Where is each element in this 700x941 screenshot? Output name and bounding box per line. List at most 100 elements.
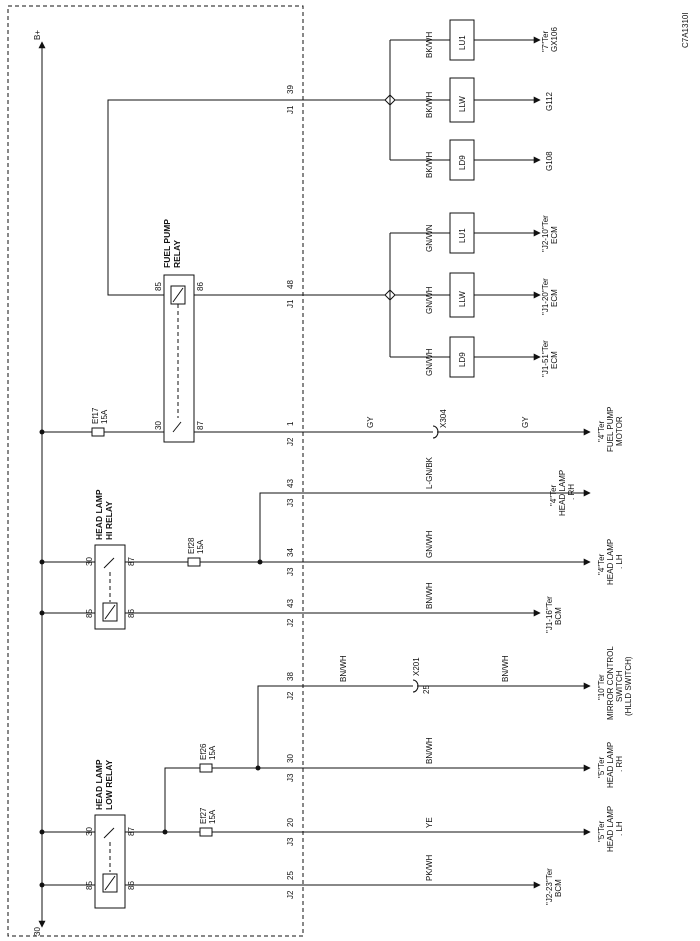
wire-label-ye: YE (425, 817, 434, 828)
dest-mirror-control-switch-line-4: (HLLD SWITCH) (624, 656, 633, 716)
fuse-ef28 (187, 557, 201, 567)
wire-label-gnwn: GN/WN (425, 224, 434, 252)
dest-ecm-j2-10-line-1: "J2-10"Ter (541, 215, 550, 252)
variant-ld9-mid: LD9 (458, 352, 467, 367)
dest-ecm-j2-10: "J2-10"Ter ECM (541, 215, 559, 252)
dest-bcm-j1-16: "J1-16"Ter BCM (545, 596, 563, 633)
conn-j2-1: J2 (286, 437, 295, 446)
pin-30: 30 (286, 754, 295, 763)
dest-head-lamp-rh-5-line-3: . RH (615, 756, 624, 772)
dest-head-lamp-rh-4-line-2: HEAD LAMP (558, 470, 567, 516)
fuse-ef26-name: Ef26 (199, 743, 208, 760)
dest-gx106: "7"Ter GX106 (541, 27, 559, 52)
pin-43b: 43 (286, 599, 295, 608)
wire-label-gy-1: GY (366, 416, 375, 428)
low-relay-title: HEAD LAMP (94, 759, 104, 810)
dest-head-lamp-rh-4-line-1: "4"Ter (549, 484, 558, 506)
splice-x201-label: X201 (412, 657, 421, 676)
dest-head-lamp-rh-4-line-3: . RH (567, 484, 576, 500)
splice-x201-pin: 25 (422, 685, 431, 694)
fuse-ef28-name: Ef28 (187, 537, 196, 554)
variant-lu1-top: LU1 (458, 35, 467, 50)
dest-head-lamp-rh-5: "5"Ter HEAD LAMP . RH (597, 742, 624, 788)
dest-head-lamp-lh-4-line-2: HEAD LAMP (606, 539, 615, 585)
dest-head-lamp-lh-5-line-2: HEAD LAMP (606, 806, 615, 852)
low-pin-87: 87 (127, 827, 136, 836)
wire-label-bnwh-1: BN/WH (425, 582, 434, 609)
dest-head-lamp-rh-5-line-1: "5"Ter (597, 756, 606, 778)
bus30-label: 30 (33, 927, 42, 936)
wire-label-bkwh-1: BK/WH (425, 32, 434, 58)
variant-ld9-top: LD9 (458, 155, 467, 170)
fuse-ef17-name: Ef17 (91, 407, 100, 424)
wire-label-lgnbk: L-GN/BK (425, 456, 434, 489)
dest-g112: G112 (545, 91, 554, 111)
hi-pin-30: 30 (85, 557, 94, 566)
wire-label-gnwh-3: GN/WH (425, 530, 434, 558)
fuel-pump-relay: FUEL PUMP RELAY 85 86 30 87 (154, 219, 205, 443)
fuse-box-boundary (7, 5, 304, 937)
pin-25: 25 (286, 871, 295, 880)
dest-head-lamp-lh-4: "4"Ter HEAD LAMP . LH (597, 539, 624, 585)
dest-g112-line-1: G112 (545, 91, 554, 111)
conn-j2-43: J2 (286, 618, 295, 627)
dest-mirror-control-switch-line-3: SWITCH (615, 670, 624, 702)
head-lamp-hi-relay: HEAD LAMP HI RELAY 30 87 85 86 (85, 489, 136, 630)
dest-bcm-j2-23-line-1: "J2-23"Ter (545, 868, 554, 905)
fpr-pin-87: 87 (196, 421, 205, 430)
fpr-pin-85: 85 (154, 282, 163, 291)
dest-head-lamp-lh-5-line-1: "5"Ter (597, 820, 606, 842)
wire-label-gy-2: GY (521, 416, 530, 428)
dest-ecm-j1-20-line-1: "J1-20"Ter (541, 278, 550, 315)
wire-label-bnwh-2: BN/WH (339, 655, 348, 682)
wire-fpr85-j1-39 (107, 99, 390, 296)
dest-ecm-j1-51-line-1: "J1-51"Ter (541, 340, 550, 377)
fpr-pin-30: 30 (154, 421, 163, 430)
wire-label-pkwh: PK/WH (425, 855, 434, 881)
conn-j2-38: J2 (286, 691, 295, 700)
variant-box-llw-top (449, 77, 475, 123)
dest-bcm-j2-23-line-2: BCM (554, 879, 563, 897)
dest-fuel-pump-motor-line-1: "4"Ter (597, 420, 606, 442)
fuse-ef26-rating: 15A (208, 745, 217, 760)
fuse-ef26 (199, 763, 213, 773)
dest-ecm-j1-20-line-2: ECM (550, 289, 559, 307)
dest-mirror-control-switch-line-1: "10"Ter (597, 674, 606, 700)
wire-low87-ef26 (164, 767, 200, 832)
dest-fuel-pump-motor: "4"Ter FUEL PUMP MOTOR (597, 407, 624, 453)
variant-box-llw-mid (449, 272, 475, 318)
conn-j2-25: J2 (286, 890, 295, 899)
dest-head-lamp-rh-5-line-2: HEAD LAMP (606, 742, 615, 788)
document-code: C7A1310I (681, 12, 690, 48)
fuse-ef27-name: Ef27 (199, 807, 208, 824)
hi-relay-title-2: HI RELAY (104, 501, 114, 540)
variant-box-ld9-top (449, 139, 475, 181)
dest-head-lamp-lh-5: "5"Ter HEAD LAMP . LH (597, 806, 624, 852)
dest-fuel-pump-motor-line-2: FUEL PUMP (606, 407, 615, 453)
wire-lgnbk (259, 489, 591, 562)
conn-j1-48: J1 (286, 299, 295, 308)
dest-bcm-j1-16-line-1: "J1-16"Ter (545, 596, 554, 633)
dest-ecm-j1-51: "J1-51"Ter ECM (541, 340, 559, 377)
fuse-ef17 (91, 427, 105, 437)
wire-label-gnwh-1: GN/WH (425, 286, 434, 314)
low-relay-title-2: LOW RELAY (104, 759, 114, 810)
conn-j3-34: J3 (286, 567, 295, 576)
dest-bcm-j1-16-line-2: BCM (554, 607, 563, 625)
low-pin-30: 30 (85, 827, 94, 836)
hi-pin-87: 87 (127, 557, 136, 566)
fuse-ef17-rating: 15A (100, 409, 109, 424)
dest-gx106-line-1: "7"Ter (541, 30, 550, 52)
conn-j3-20: J3 (286, 837, 295, 846)
head-lamp-low-relay: HEAD LAMP LOW RELAY 30 87 85 86 (85, 759, 136, 909)
wire-label-gnwh-2: GN/WH (425, 348, 434, 376)
pin-43a: 43 (286, 479, 295, 488)
pin-38: 38 (286, 672, 295, 681)
dest-head-lamp-lh-4-line-1: "4"Ter (597, 553, 606, 575)
hi-relay-title: HEAD LAMP (94, 489, 104, 540)
variant-lu1-mid: LU1 (458, 228, 467, 243)
dest-head-lamp-lh-5-line-3: . LH (615, 821, 624, 836)
pin-48: 48 (286, 280, 295, 289)
fuse-ef27-rating: 15A (208, 809, 217, 824)
